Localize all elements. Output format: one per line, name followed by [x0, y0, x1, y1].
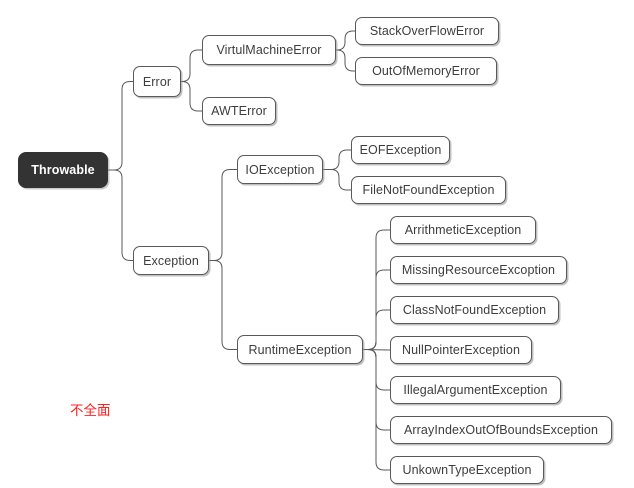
- node-outofmemoryerror[interactable]: OutOfMemoryError: [355, 57, 497, 85]
- node-label: IOException: [245, 162, 315, 177]
- node-label: MissingResourceExcoption: [401, 263, 556, 277]
- node-label: FileNotFoundException: [362, 183, 495, 197]
- node-exception[interactable]: Exception: [133, 246, 209, 275]
- node-awterror[interactable]: AWTError: [202, 97, 276, 125]
- node-nullpointerexception[interactable]: NullPointerException: [390, 336, 532, 364]
- node-label: StackOverFlowError: [369, 24, 485, 38]
- node-label: NullPointerException: [401, 343, 521, 357]
- node-label: EOFException: [359, 143, 442, 157]
- edge-error-to-virtulmachineerror: [181, 49, 202, 82]
- node-label: RuntimeException: [248, 342, 352, 357]
- annotation-note: 不全面: [70, 403, 111, 419]
- node-label: Throwable: [31, 163, 95, 177]
- node-arrayindexoutofboundsexception[interactable]: ArrayIndexOutOfBoundsException: [390, 416, 612, 444]
- edge-virtulmachineerror-to-stackoverflowerror: [336, 30, 355, 51]
- edge-error-to-awterror: [181, 81, 202, 112]
- node-label: Exception: [143, 253, 199, 268]
- edge-runtimeexception-to-classnotfoundexception: [363, 309, 390, 350]
- node-missingresourceexcoption[interactable]: MissingResourceExcoption: [390, 256, 567, 284]
- edge-throwable-to-error: [108, 81, 133, 171]
- node-label: UnkownTypeException: [402, 463, 532, 477]
- edge-runtimeexception-to-arrithmeticexception: [363, 229, 390, 350]
- edge-ioexception-to-filenotfoundexception: [323, 169, 351, 191]
- node-virtulmachineerror[interactable]: VirtulMachineError: [202, 35, 336, 65]
- node-filenotfoundexception[interactable]: FileNotFoundException: [351, 176, 506, 204]
- edge-exception-to-runtimeexception: [209, 260, 237, 350]
- node-label: ClassNotFoundException: [402, 303, 547, 317]
- edge-exception-to-ioexception: [209, 169, 237, 261]
- edge-runtimeexception-to-illegalargumentexception: [363, 349, 390, 391]
- edge-runtimeexception-to-arrayindexoutofboundsexception: [363, 349, 390, 431]
- node-illegalargumentexception[interactable]: IllegalArgumentException: [390, 376, 561, 404]
- node-error[interactable]: Error: [133, 66, 181, 97]
- edge-throwable-to-exception: [108, 169, 133, 261]
- node-label: ArrithmeticException: [404, 223, 522, 237]
- node-stackoverflowerror[interactable]: StackOverFlowError: [355, 17, 499, 45]
- node-label: ArrayIndexOutOfBoundsException: [403, 423, 599, 437]
- node-label: Error: [142, 74, 172, 89]
- node-arrithmeticexception[interactable]: ArrithmeticException: [390, 216, 536, 244]
- node-ioexception[interactable]: IOException: [237, 155, 323, 184]
- node-label: VirtulMachineError: [216, 43, 322, 57]
- node-runtimeexception[interactable]: RuntimeException: [237, 335, 363, 364]
- edge-runtimeexception-to-unkowntypeexception: [363, 349, 390, 471]
- edge-runtimeexception-to-missingresourceexcoption: [363, 269, 390, 350]
- node-eofexception[interactable]: EOFException: [351, 136, 450, 164]
- node-unkowntypeexception[interactable]: UnkownTypeException: [390, 456, 544, 484]
- node-label: AWTError: [211, 104, 267, 118]
- node-label: OutOfMemoryError: [372, 64, 480, 78]
- edge-virtulmachineerror-to-outofmemoryerror: [336, 49, 355, 72]
- node-classnotfoundexception[interactable]: ClassNotFoundException: [390, 296, 559, 324]
- edge-runtimeexception-to-nullpointerexception: [362, 349, 391, 351]
- node-throwable[interactable]: Throwable: [18, 152, 108, 188]
- edge-ioexception-to-eofexception: [323, 149, 351, 170]
- node-label: IllegalArgumentException: [403, 383, 548, 397]
